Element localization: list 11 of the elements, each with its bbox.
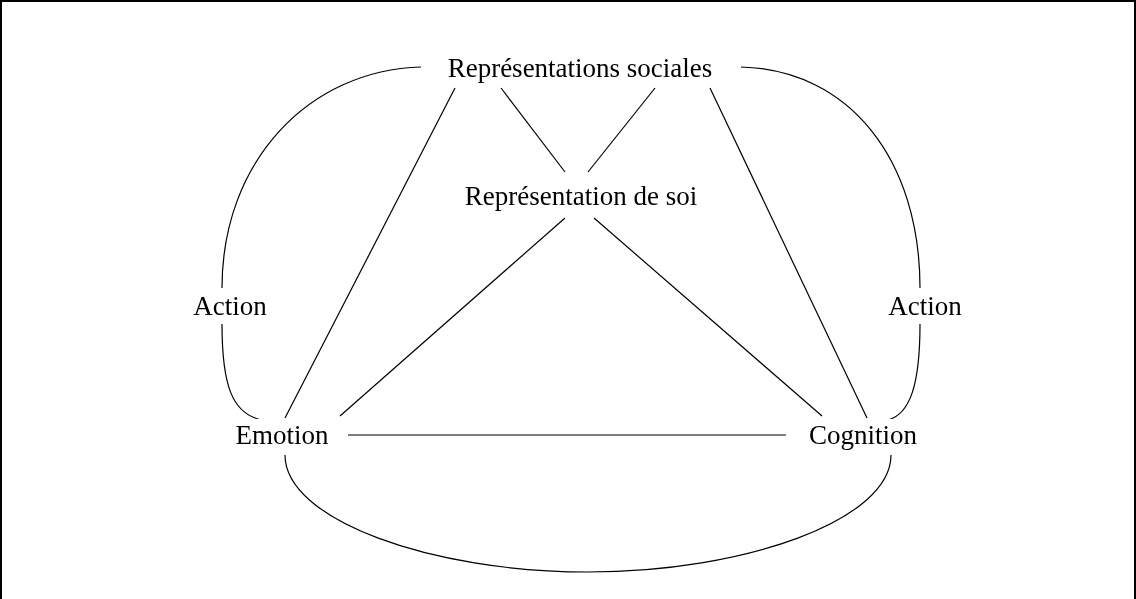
connector-line	[221, 66, 422, 289]
connector-line	[593, 217, 823, 417]
connector-line	[284, 87, 456, 419]
connector-line	[284, 454, 892, 573]
connector-line	[587, 87, 656, 173]
connector-line	[887, 323, 921, 421]
connector-line	[339, 217, 566, 417]
connector-line	[347, 434, 787, 436]
connector-line	[500, 87, 566, 173]
connector-line	[740, 66, 921, 289]
connector-line	[709, 87, 868, 419]
